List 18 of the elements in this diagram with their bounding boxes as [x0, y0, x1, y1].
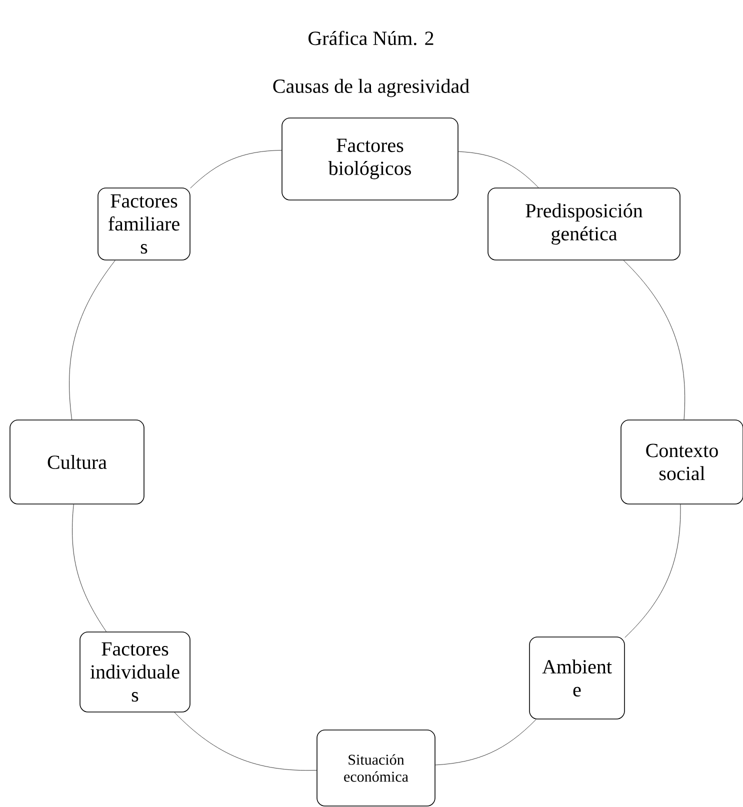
connector-arc: [435, 719, 536, 766]
cause-box: Contexto social: [620, 420, 743, 504]
cause-box: Predisposición genética: [488, 188, 680, 260]
subtitle: Causas de la agresividad: [273, 78, 470, 98]
cause-box: Situación económica: [316, 730, 436, 806]
cause-box: Factores biológicos: [282, 118, 458, 200]
connector-arc: [72, 504, 106, 632]
cause-box: Factores individuale s: [80, 632, 190, 712]
cause-box: Factores familiare s: [98, 188, 190, 260]
title: Gráfica Núm. 2: [308, 30, 434, 46]
connector-arc: [624, 504, 681, 638]
cause-box: Ambient e: [529, 636, 625, 720]
connector-arc: [623, 260, 685, 420]
connector-arc: [458, 151, 539, 188]
connector-arc: [69, 260, 116, 420]
cause-box: Cultura: [10, 420, 144, 504]
connector-arc: [174, 712, 317, 771]
connector-arc: [190, 150, 282, 188]
